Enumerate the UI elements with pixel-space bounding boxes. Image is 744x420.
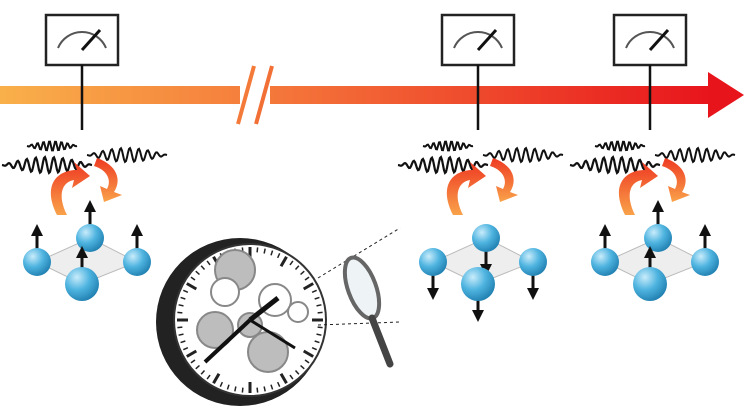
stage-3 [569,13,736,301]
spin-sphere [644,224,672,252]
curved-arrow [446,162,486,215]
spin-sphere [461,267,495,301]
curved-arrow [490,158,518,202]
curved-arrow [94,158,122,202]
gauge-icon [440,13,516,67]
stage-1 [1,13,168,301]
stage-2 [397,13,564,322]
curved-arrow [50,162,90,215]
timeline-arrow [0,65,744,125]
wave [86,146,168,164]
spin-sphere [591,248,619,276]
spin-sphere [419,248,447,276]
spin-sphere [65,267,99,301]
wave [26,140,78,152]
gauge-icon [44,13,120,67]
spin-sphere [23,248,51,276]
spin-sphere [76,224,104,252]
gauge-icon [612,13,688,67]
wave [482,146,564,164]
spin-sphere [633,267,667,301]
spin-sphere [123,248,151,276]
curved-arrow [618,162,658,215]
wave [422,140,474,152]
wave [594,140,646,152]
spin-sphere [519,248,547,276]
wave [654,146,736,164]
spin-sphere [691,248,719,276]
clock-icon [156,238,327,406]
spin-sphere [472,224,500,252]
magnifying-glass-icon [317,227,401,368]
curved-arrow [662,158,690,202]
